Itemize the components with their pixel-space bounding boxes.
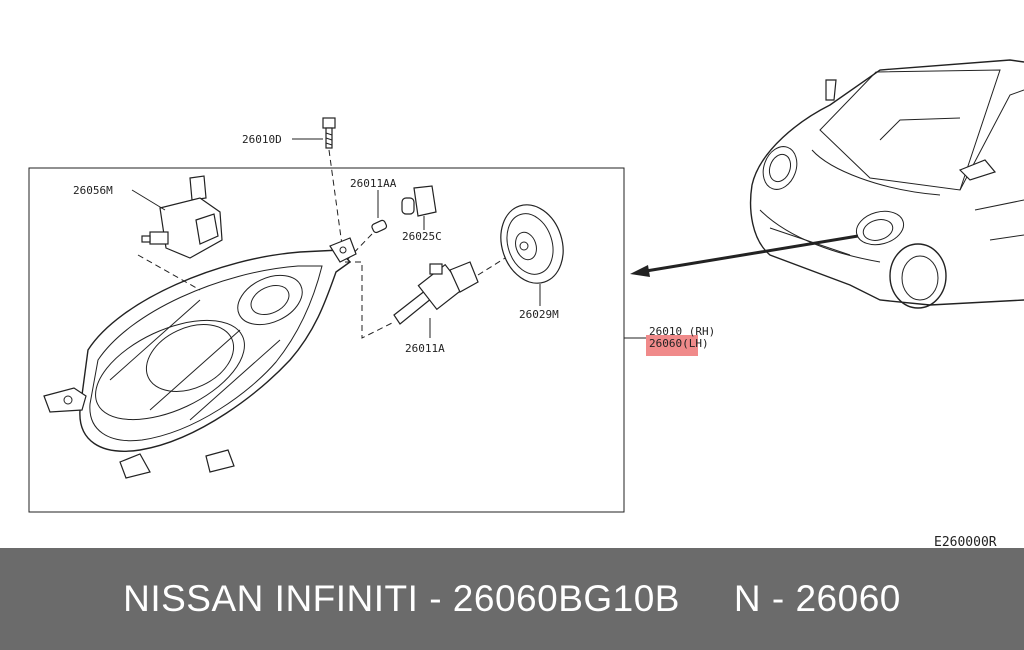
label-bolt: 26010D <box>242 133 282 146</box>
lh-highlight <box>646 335 698 356</box>
rear-cap-part <box>500 204 564 306</box>
label-cap: 26029M <box>519 308 559 321</box>
leveling-actuator-part <box>131 175 223 291</box>
bolt-part <box>292 117 343 246</box>
bulb-socket-part <box>401 185 437 230</box>
assembly-frame <box>28 167 625 513</box>
label-rh: 26010 (RH) <box>649 325 715 338</box>
car-illustration <box>749 59 1024 309</box>
label-main-bulb: 26011A <box>405 342 445 355</box>
headlamp-housing <box>43 237 357 479</box>
label-lh: 26060(LH) <box>649 337 709 350</box>
label-socket: 26025C <box>402 230 442 243</box>
label-small-bulb: 26011AA <box>350 177 397 190</box>
reference-code: E260000R <box>934 535 997 550</box>
location-arrow <box>630 234 859 277</box>
part-number-text: NISSAN INFINITI - 26060BG10B N - 26060 <box>123 578 901 619</box>
main-bulb-part <box>345 254 511 339</box>
part-number-banner: NISSAN INFINITI - 26060BG10B N - 26060 <box>0 548 1024 650</box>
label-actuator: 26056M <box>73 184 113 197</box>
